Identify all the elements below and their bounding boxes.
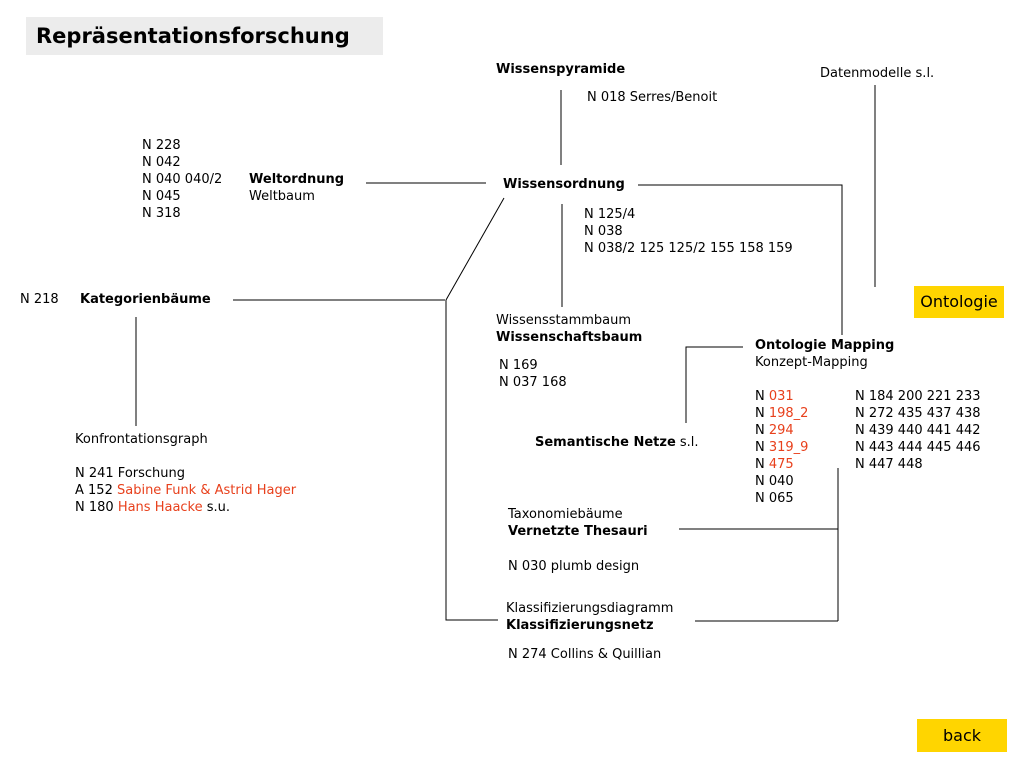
semantische-netze-label: Semantische Netze s.l. [535, 435, 699, 450]
ontologie-mapping-ref: N 443 444 445 446 [855, 440, 981, 455]
wissensordnung-ref: N 125/4 [584, 207, 636, 222]
ref-link[interactable]: 294 [768, 423, 794, 438]
wissensordnung-ref: N 038/2 125 125/2 155 158 159 [584, 241, 793, 256]
vernetzte-thesauri-label: Vernetzte Thesauri [508, 524, 648, 539]
weltordnung-ref: N 318 [142, 206, 181, 221]
klassifizierungsnetz-ref: N 274 Collins & Quillian [508, 647, 662, 662]
konfrontationsgraph-label: Konfrontationsgraph [75, 432, 208, 447]
weltordnung-ref: N 040 040/2 [142, 172, 223, 187]
ref-link[interactable]: 319_9 [768, 440, 809, 455]
ontologie-mapping-ref: N 319_9 [755, 440, 809, 455]
ontologie-mapping-ref: N 294 [755, 423, 794, 438]
vernetzte-thesauri-ref: N 030 plumb design [508, 559, 640, 574]
konfrontationsgraph-ref: N 241 Forschung [75, 466, 186, 481]
wissenschaftsbaum-ref: N 037 168 [499, 375, 567, 390]
klassifizierungsdiagramm-label: Klassifizierungsdiagramm [506, 601, 674, 616]
wissenspyramide-label: Wissenspyramide [496, 62, 626, 77]
ontologie-mapping-ref: N 198_2 [755, 406, 809, 421]
ontologie-mapping-ref: N 184 200 221 233 [855, 389, 981, 404]
datenmodelle-label: Datenmodelle s.l. [820, 66, 935, 81]
klassifizierungsnetz-label: Klassifizierungsnetz [506, 618, 654, 633]
kategorienbaeume-label: Kategorienbäume [80, 292, 211, 307]
back-button[interactable]: back [917, 719, 1007, 752]
wissensstammbaum-label: Wissensstammbaum [496, 313, 632, 328]
ontologie-mapping-ref: N 447 448 [855, 457, 923, 472]
weltordnung-ref: N 228 [142, 138, 181, 153]
konzept-mapping-label: Konzept-Mapping [755, 355, 868, 370]
wissensordnung-label: Wissensordnung [503, 177, 625, 192]
ref-link[interactable]: 198_2 [768, 406, 809, 421]
taxonomiebaeume-label: Taxonomiebäume [508, 507, 623, 522]
weltordnung-ref: N 045 [142, 189, 181, 204]
wissenschaftsbaum-ref: N 169 [499, 358, 538, 373]
ontologie-mapping-ref: N 065 [755, 491, 794, 506]
ontologie-mapping-label: Ontologie Mapping [755, 338, 895, 353]
kategorienbaeume-ref: N 218 [20, 292, 59, 307]
ref-link[interactable]: 031 [768, 389, 794, 404]
page-title: Repräsentationsforschung [26, 17, 383, 55]
weltbaum-label: Weltbaum [249, 189, 315, 204]
ontologie-mapping-ref: N 031 [755, 389, 794, 404]
ontologie-mapping-ref: N 475 [755, 457, 794, 472]
ref-link[interactable]: 475 [768, 457, 794, 472]
ontologie-button[interactable]: Ontologie [914, 286, 1004, 318]
author-link[interactable]: Sabine Funk & Astrid Hager [116, 483, 297, 498]
ontologie-mapping-ref: N 439 440 441 442 [855, 423, 981, 438]
konfrontationsgraph-ref: A 152 Sabine Funk & Astrid Hager [75, 483, 297, 498]
ontologie-mapping-ref: N 040 [755, 474, 794, 489]
wissenspyramide-ref: N 018 Serres/Benoit [587, 90, 718, 105]
wissensordnung-ref: N 038 [584, 224, 623, 239]
ontologie-mapping-ref: N 272 435 437 438 [855, 406, 981, 421]
author-link[interactable]: Hans Haacke [117, 500, 203, 515]
konfrontationsgraph-ref: N 180 Hans Haacke s.u. [75, 500, 231, 515]
weltordnung-label: Weltordnung [249, 172, 345, 187]
wissenschaftsbaum-label: Wissenschaftsbaum [496, 330, 643, 345]
weltordnung-ref: N 042 [142, 155, 181, 170]
